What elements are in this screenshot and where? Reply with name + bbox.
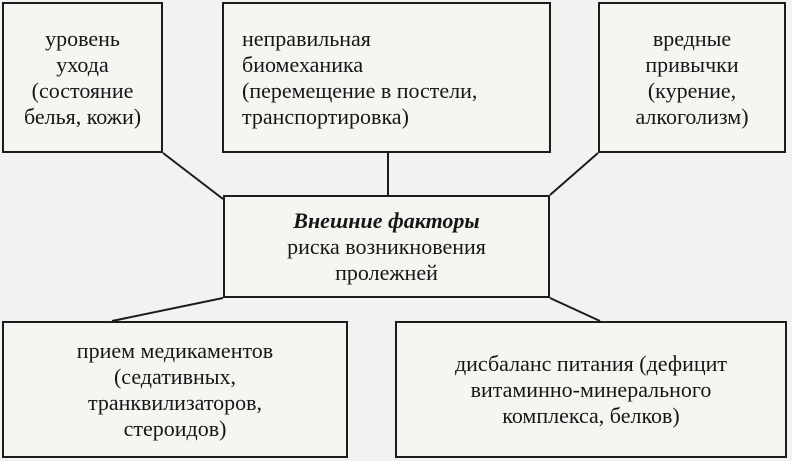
nutrition-line-2: витаминно-минерального — [470, 376, 712, 402]
habits-line-1: вредные — [652, 25, 732, 51]
biomechanics-line-1: неправильная — [242, 25, 371, 51]
center-line-2: пролежней — [335, 259, 438, 285]
connector-center-nutrition — [549, 297, 601, 322]
center-line-1: риска возникновения — [287, 233, 486, 259]
bad-habits-box: вредные привычки (курение, алкоголизм) — [598, 2, 786, 153]
center-title: Внешние факторы — [293, 207, 480, 233]
care-line-2: ухода — [56, 51, 109, 77]
biomechanics-line-4: транспортировка) — [242, 103, 409, 129]
medications-line-1: прием медикаментов — [76, 337, 274, 363]
connector-center-medications — [111, 297, 224, 322]
habits-line-3: (курение, — [647, 77, 737, 103]
biomechanics-line-3: (перемещение в постели, — [242, 77, 478, 103]
external-factors-box: Внешние факторы риска возникновения прол… — [223, 195, 550, 298]
biomechanics-line-2: биомеханика — [242, 51, 364, 77]
care-line-3: (состояние — [31, 77, 134, 103]
nutrition-line-1: дисбаланс питания (дефицит — [454, 350, 728, 376]
medications-box: прием медикаментов (седативных, транквил… — [2, 321, 348, 458]
care-level-box: уровень ухода (состояние белья, кожи) — [2, 2, 163, 153]
habits-line-4: алкоголизм) — [635, 103, 749, 129]
medications-line-3: транквилизаторов, — [87, 389, 263, 415]
nutrition-imbalance-box: дисбаланс питания (дефицит витаминно-мин… — [395, 321, 787, 458]
medications-line-2: (седативных, — [113, 363, 237, 389]
connector-habits-center — [549, 152, 599, 196]
nutrition-line-3: комплекса, белков) — [502, 402, 680, 428]
care-line-4: белья, кожи) — [23, 103, 142, 129]
connector-care-center — [162, 152, 224, 200]
biomechanics-box: неправильная биомеханика (перемещение в … — [222, 2, 551, 153]
care-line-1: уровень — [45, 25, 120, 51]
habits-line-2: привычки — [645, 51, 739, 77]
medications-line-4: стероидов) — [123, 415, 227, 441]
